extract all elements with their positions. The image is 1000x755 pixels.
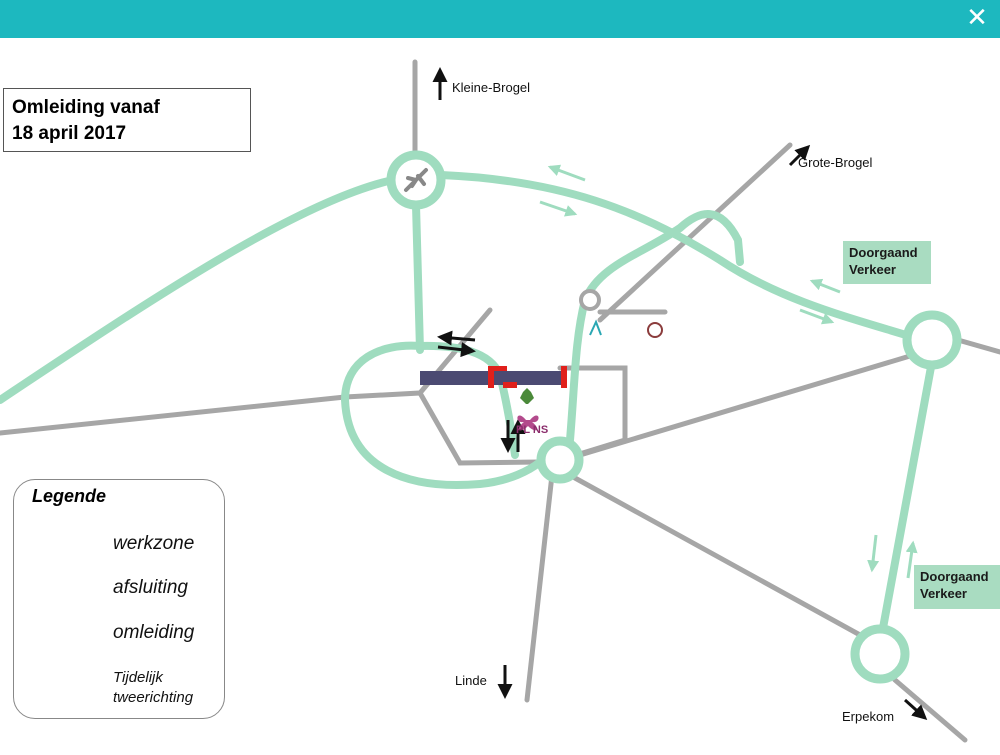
through-traffic-label-southeast: Doorgaand Verkeer — [914, 565, 1000, 609]
roads — [0, 59, 1000, 743]
roundabout-east — [902, 310, 962, 370]
closure-mark — [503, 382, 517, 388]
closures — [488, 366, 567, 388]
logo-icon — [647, 322, 663, 338]
through-traffic-line1: Doorgaand — [920, 569, 989, 584]
place-label-grote-brogel: Grote-Brogel — [798, 155, 873, 170]
legend-label-werkzone: werkzone — [113, 533, 195, 554]
place-label-erpekom: Erpekom — [842, 709, 895, 724]
road-south-linde — [524, 472, 555, 703]
place-label-kleine-brogel: Kleine-Brogel — [452, 80, 531, 95]
road-southeast — [572, 475, 863, 638]
arrow-twoway-right — [437, 342, 476, 358]
road-center-loop — [342, 390, 543, 466]
arrow-grote-brogel — [788, 144, 811, 167]
detour-center-loop — [340, 341, 544, 489]
flow-arrow — [809, 278, 841, 294]
legend-label-tijdelijk-line2: tweerichting — [113, 689, 194, 706]
road-west — [0, 394, 348, 436]
legend-title: Legende — [32, 486, 107, 506]
window-title-bar: ✕ — [0, 0, 1000, 38]
roundabout-center — [536, 436, 584, 484]
legend-label-tijdelijk: Tijdelijk tweerichting — [113, 668, 193, 708]
tree-icon — [520, 388, 534, 404]
closure-mark — [493, 366, 507, 371]
arrow-erpekom — [903, 698, 928, 721]
legend-label-omleiding: omleiding — [113, 622, 195, 643]
flow-arrow — [867, 534, 880, 573]
detour-north-south — [412, 201, 424, 354]
detour-ne-curve — [566, 210, 744, 444]
through-traffic-line1: Doorgaand — [849, 245, 918, 260]
logo-icon — [589, 319, 602, 336]
through-traffic-line2: Verkeer — [920, 586, 967, 601]
through-traffic-line2: Verkeer — [849, 262, 896, 277]
legend-label-afsluiting: afsluiting — [113, 577, 188, 598]
place-label-linde: Linde — [455, 673, 487, 688]
road-grote-brogel — [597, 142, 793, 323]
roundabout-southeast — [850, 624, 910, 684]
closure-mark — [488, 366, 494, 388]
flow-arrow — [905, 540, 918, 579]
close-button[interactable]: ✕ — [966, 3, 988, 33]
flow-arrow — [799, 308, 835, 325]
through-traffic-label-east: Doorgaand Verkeer — [843, 241, 931, 284]
detour-center-upper — [416, 341, 519, 459]
map-title-line2: 18 april 2017 — [12, 123, 127, 144]
roundabout-small — [579, 289, 601, 311]
traffic-flow-arrows — [539, 164, 918, 579]
logo-marks — [517, 319, 663, 431]
roundabouts — [386, 150, 962, 684]
flow-arrow — [547, 164, 586, 182]
flow-arrow — [539, 200, 578, 217]
detour-main-arc — [0, 171, 910, 404]
legend-panel: Legende werkzone afsluiting omleiding Ti… — [13, 479, 225, 719]
legend-label-tijdelijk-line1: Tijdelijk — [113, 669, 163, 686]
map-title-box: Omleiding vanaf 18 april 2017 — [3, 88, 251, 152]
map-title-line1: Omleiding vanaf — [12, 97, 160, 118]
road-to-roundabout-east — [577, 353, 913, 458]
road-erpekom — [892, 677, 968, 743]
arrow-twoway-left — [437, 330, 476, 346]
airplane-icon — [404, 168, 428, 192]
butterfly-icon — [517, 415, 539, 431]
closure-mark — [561, 366, 567, 388]
road-east-exit — [955, 337, 1000, 355]
direction-arrows — [432, 67, 928, 721]
plans-logo-text: PL NS — [516, 424, 549, 436]
detour-east-south — [879, 363, 935, 632]
